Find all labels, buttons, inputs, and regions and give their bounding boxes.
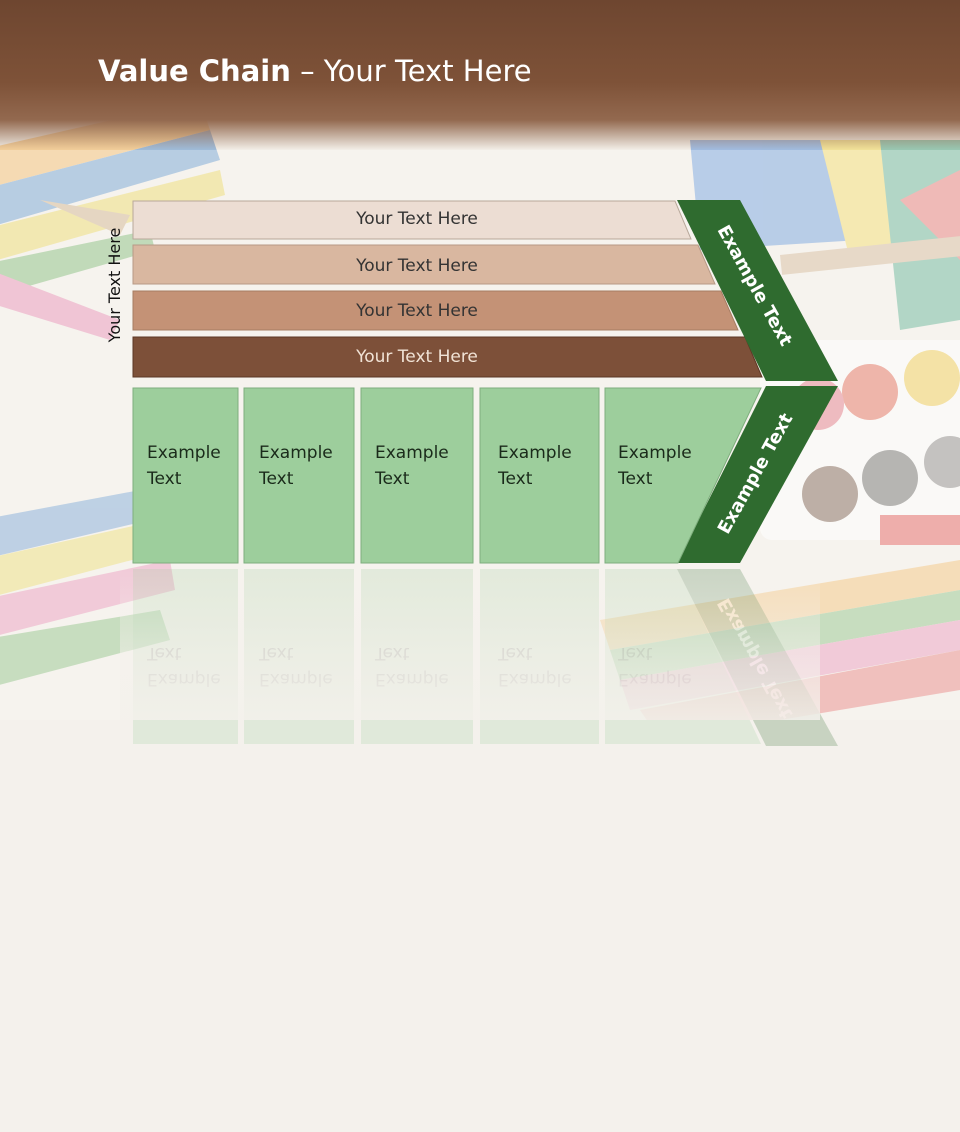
bar-4 [132, 336, 763, 378]
slide-title-bold: Value Chain [98, 54, 291, 88]
cell-5-label: Example Text [618, 440, 692, 492]
cell-4-label: Example Text [498, 440, 572, 492]
cell-1 [132, 387, 239, 564]
cell-5-line2: Text [618, 469, 653, 489]
value-chain-shapes [132, 200, 838, 564]
cell-1-line2: Text [147, 469, 182, 489]
value-chain-diagram: Your Text Here Your Text Here Your Text … [105, 200, 838, 564]
bar-3 [132, 290, 739, 331]
bar-1-label: Your Text Here [356, 209, 478, 229]
cell-3-line2: Text [375, 469, 410, 489]
arrow-top [677, 200, 838, 381]
cell-3-line1: Example [375, 443, 449, 463]
vertical-axis-label: Your Text Here [105, 227, 124, 343]
bar-2-label: Your Text Here [356, 256, 478, 276]
bar-1 [132, 200, 692, 240]
cell-5-line1: Example [618, 443, 692, 463]
slide-title-rest: – Your Text Here [290, 54, 532, 88]
cell-1-line1: Example [147, 443, 221, 463]
reflection-fade [120, 566, 820, 720]
arrow-bottom [677, 386, 838, 563]
cell-1-label: Example Text [147, 440, 221, 492]
cell-5 [604, 387, 762, 564]
bar-3-label: Your Text Here [356, 301, 478, 321]
bar-4-label: Your Text Here [356, 347, 478, 367]
cell-4 [479, 387, 600, 564]
cell-2-line1: Example [259, 443, 333, 463]
cell-3-label: Example Text [375, 440, 449, 492]
cell-2-line2: Text [259, 469, 294, 489]
cell-4-line1: Example [498, 443, 572, 463]
slide-title: Value Chain – Your Text Here [98, 54, 532, 94]
cell-2 [243, 387, 355, 564]
title-bar [0, 0, 960, 150]
bar-2 [132, 244, 716, 285]
cell-3 [360, 387, 474, 564]
cell-4-line2: Text [498, 469, 533, 489]
cell-2-label: Example Text [259, 440, 333, 492]
